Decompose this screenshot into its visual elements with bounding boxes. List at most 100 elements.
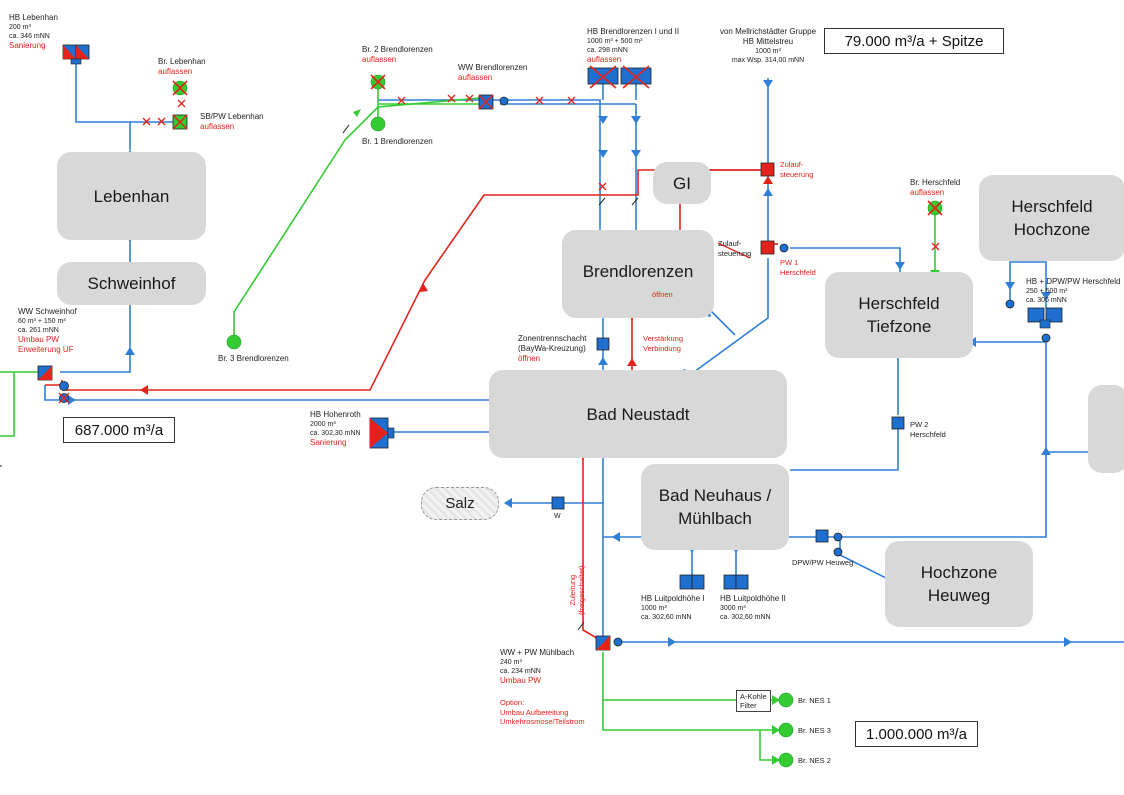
pipe-schweinhof-ww bbox=[60, 305, 131, 373]
cut-marks bbox=[142, 94, 940, 259]
label-pw2: PW 2 Herschfeld bbox=[910, 420, 946, 439]
zone-lebenhan: Lebenhan bbox=[57, 152, 206, 240]
label-zonentrenn: Zonentrennschacht (BayWa-Kreuzung) öffne… bbox=[518, 334, 587, 363]
hb-luitpold-2 bbox=[723, 574, 749, 590]
label-nes2: Br. NES 2 bbox=[798, 756, 831, 765]
zone-bad-neustadt: Bad Neustadt bbox=[489, 370, 787, 458]
x-on-stations bbox=[172, 94, 494, 130]
green-pipes bbox=[0, 88, 936, 761]
x-mark bbox=[535, 96, 544, 105]
zone-salz: Salz bbox=[421, 487, 499, 520]
zone-right-edge bbox=[1088, 385, 1124, 473]
arrow bbox=[1005, 282, 1015, 290]
well-nes1 bbox=[778, 692, 794, 708]
w-station bbox=[551, 496, 565, 510]
pipe-pw2 bbox=[790, 424, 899, 471]
arrow bbox=[763, 188, 773, 196]
label-br2-brendlorenzen: Br. 2 Brendlorenzen auflassen bbox=[362, 45, 433, 64]
label-ww-muehlbach: WW + PW Mühlbach 240 m³ ca. 234 mNN Umba… bbox=[500, 648, 575, 685]
well-nes3 bbox=[778, 722, 794, 738]
x-mark bbox=[177, 99, 186, 108]
hb-lebenhan bbox=[62, 44, 90, 65]
pipe-green-nes bbox=[602, 652, 736, 701]
label-sbpw-lebenhan: SB/PW Lebenhan auflassen bbox=[200, 112, 264, 131]
arrow bbox=[1041, 447, 1051, 455]
arrow bbox=[631, 150, 641, 158]
zone-herschfeld-hochzone: Herschfeld Hochzone bbox=[979, 175, 1124, 261]
label-verstaerkung: Verstärkung Verbindung bbox=[643, 334, 684, 353]
pipe-red-zuleitung bbox=[582, 455, 601, 641]
arrow bbox=[598, 150, 608, 158]
arrow bbox=[612, 532, 620, 542]
arrow bbox=[772, 755, 780, 765]
zone-bad-neuhaus: Bad Neuhaus / Mühlbach bbox=[641, 464, 789, 550]
x-mark bbox=[447, 94, 456, 103]
zulauf-top bbox=[760, 162, 775, 177]
total-bottom: 1.000.000 m³/a bbox=[855, 721, 978, 747]
arrow bbox=[763, 80, 773, 88]
zone-brendlorenzen: Brendlorenzen bbox=[562, 230, 714, 318]
label-pw1: PW 1 Herschfeld bbox=[780, 258, 816, 277]
pipe-green-nes3 bbox=[602, 700, 786, 731]
arrow bbox=[627, 358, 637, 366]
well-br1-brend bbox=[370, 116, 386, 132]
pipe-ww-brend bbox=[378, 99, 601, 240]
label-zulauf-cross: Zulauf- steuerung bbox=[718, 239, 752, 258]
x-mark bbox=[717, 242, 751, 259]
label-nes1: Br. NES 1 bbox=[798, 696, 831, 705]
pipe-herschfeld-hz bbox=[1009, 261, 1047, 308]
label-hb-luitpold1: HB Luitpoldhöhe I 1000 m³ ca. 302,60 mNN bbox=[641, 594, 705, 621]
pipe-schweinhof-bn bbox=[44, 385, 500, 401]
akohle-filter: A-Kohle Filter bbox=[736, 690, 771, 712]
label-hb-hohenroth: HB Hohenroth 2000 m³ ca. 302,30 mNN Sani… bbox=[310, 410, 361, 447]
label-mellrichstadt: von Mellrichstädter Gruppe HB Mittelstre… bbox=[719, 27, 817, 64]
pw2-herschfeld bbox=[891, 416, 905, 430]
arrow bbox=[1041, 292, 1051, 300]
label-ww-schweinhof: WW Schweinhof 60 m³ + 150 m³ ca. 261 mNN… bbox=[18, 307, 77, 354]
pipe-green-left bbox=[0, 371, 15, 437]
zone-gi: GI bbox=[653, 162, 711, 204]
well-br3-brend bbox=[226, 334, 242, 350]
x-mark bbox=[567, 96, 576, 105]
label-br-lebenhan: Br. Lebenhan auflassen bbox=[158, 57, 206, 76]
zone-herschfeld-tiefzone: Herschfeld Tiefzone bbox=[825, 272, 973, 358]
arrow bbox=[504, 498, 512, 508]
arrow bbox=[68, 395, 76, 405]
total-top: 79.000 m³/a + Spitze bbox=[824, 28, 1004, 54]
arrow bbox=[631, 116, 641, 124]
hb-herschfeld bbox=[1027, 307, 1063, 329]
zulauf-cross bbox=[760, 240, 775, 255]
x-mark bbox=[931, 242, 940, 251]
total-left: 687.000 m³/a bbox=[63, 417, 175, 443]
label-br1-brendlorenzen: Br. 1 Brendlorenzen bbox=[362, 137, 433, 146]
arrow bbox=[125, 347, 135, 355]
dpw-heuweg bbox=[815, 529, 829, 543]
label-oeffnen: öffnen bbox=[652, 290, 673, 299]
arrow bbox=[1064, 637, 1072, 647]
pipe-green-br3 bbox=[233, 97, 481, 342]
zone-hochzone-heuweg: Hochzone Heuweg bbox=[885, 541, 1033, 627]
label-zuleitung: Zuleitung (freigeschaltet) bbox=[568, 565, 586, 615]
label-br3: Br. 3 Brendlorenzen bbox=[218, 354, 289, 363]
arrow bbox=[772, 695, 780, 705]
label-nes3: Br. NES 3 bbox=[798, 726, 831, 735]
zone-schweinhof: Schweinhof bbox=[57, 262, 206, 305]
pumps bbox=[59, 96, 1051, 647]
hb-hohenroth bbox=[369, 417, 395, 449]
pipe-pw1-bn bbox=[682, 258, 769, 381]
arrow bbox=[895, 262, 905, 270]
arrow bbox=[598, 357, 608, 365]
x-mark bbox=[598, 182, 607, 191]
arrow bbox=[598, 116, 608, 124]
arrow bbox=[420, 283, 428, 292]
arrow bbox=[668, 637, 676, 647]
label-hb-dpw-herschfeld: HB + DPW/PW Herschfeld 250 + 500 m³ ca. … bbox=[1026, 277, 1121, 304]
x-mark bbox=[465, 94, 474, 103]
pipe-red-herschfeld-schweinhof bbox=[62, 169, 760, 391]
pipe-neuhaus-right bbox=[840, 340, 1047, 538]
arrow bbox=[763, 176, 773, 184]
x-mark bbox=[397, 96, 406, 105]
label-hb-luitpold2: HB Luitpoldhöhe II 3000 m³ ca. 302,60 mN… bbox=[720, 594, 786, 621]
label-dpw-heuweg: DPW/PW Heuweg bbox=[792, 558, 854, 567]
